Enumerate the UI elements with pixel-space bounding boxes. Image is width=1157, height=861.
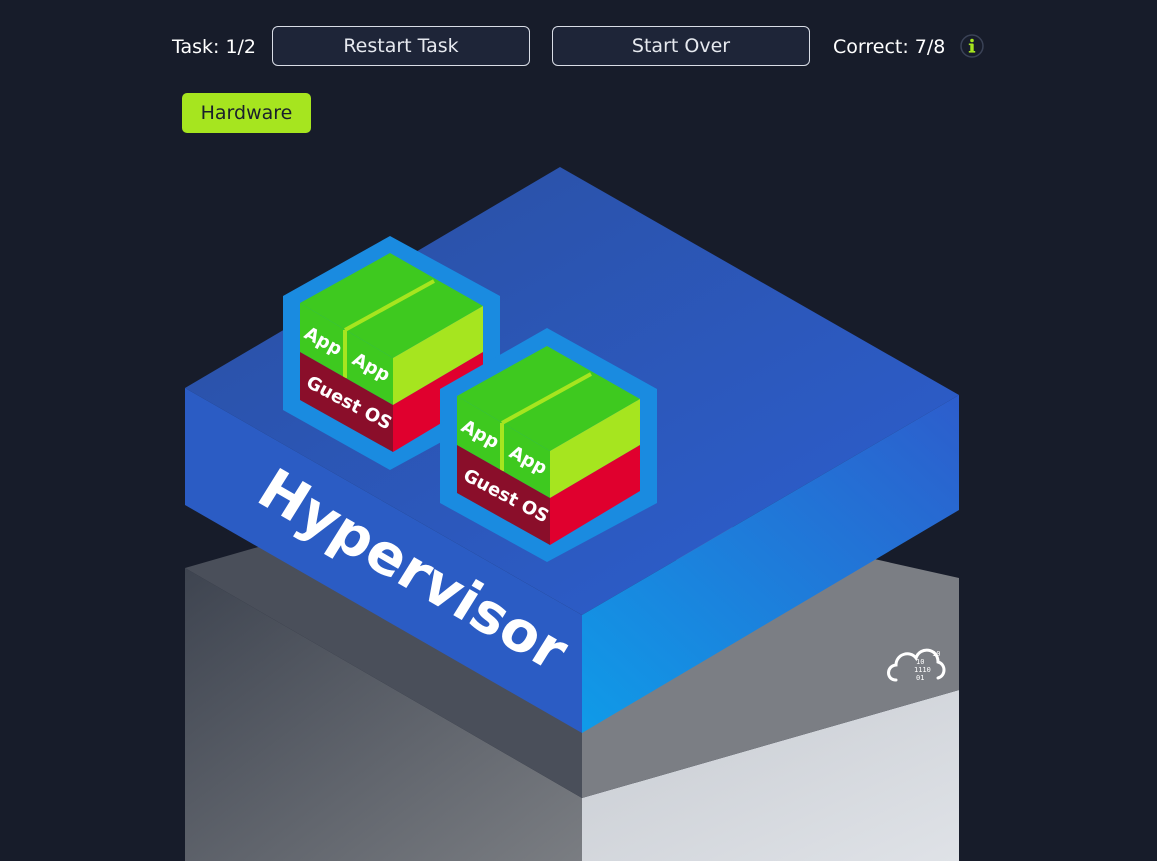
svg-text:01: 01 <box>916 674 924 682</box>
hypervisor-right-face <box>582 395 959 733</box>
vm-1-app-right <box>393 306 483 405</box>
cloud-binary-icon: 10 1110 01 10 <box>887 648 946 682</box>
start-over-button[interactable]: Start Over <box>552 26 810 66</box>
task-progress: Task: 1/2 <box>172 36 257 58</box>
hardware-left-face <box>185 568 582 861</box>
vm-2: App App Guest OS <box>440 328 657 562</box>
svg-text:1110: 1110 <box>914 666 931 674</box>
hardware-right-face <box>582 690 959 861</box>
restart-task-button[interactable]: Restart Task <box>272 26 530 66</box>
vm-1-os-right <box>393 352 483 452</box>
svg-text:10: 10 <box>932 650 940 658</box>
vm-2-app-right <box>550 399 640 498</box>
svg-text:10: 10 <box>916 658 924 666</box>
vm-2-os-left <box>457 445 550 545</box>
hardware-drag-label[interactable]: Hardware <box>182 93 311 133</box>
hardware-top-edge-left <box>185 535 582 798</box>
info-icon[interactable] <box>960 34 984 58</box>
hypervisor-left-face <box>185 388 582 733</box>
vm-2-os-right <box>550 445 640 545</box>
vm-1-os-left <box>300 352 393 452</box>
correct-score: Correct: 7/8 <box>833 36 946 58</box>
top-toolbar: Task: 1/2 Restart Task Start Over Correc… <box>0 26 1157 68</box>
